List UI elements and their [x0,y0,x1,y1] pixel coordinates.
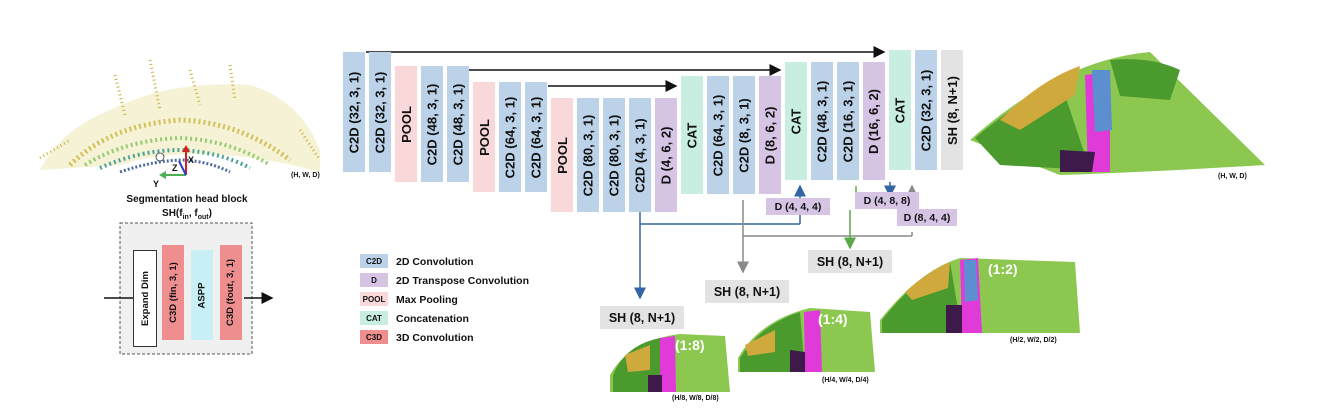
legend-swatch-cat: CAT [360,311,388,325]
c2d-layer-19: C2D (16, 3, 1) [837,62,859,180]
layer-label: D (8, 6, 2) [762,106,778,164]
c2d-layer-7: C2D (64, 3, 1) [525,82,547,192]
layer-label: C2D (80, 3, 1) [580,114,596,196]
legend-label-pool: Max Pooling [396,294,458,306]
layer-label: C2D (4, 3, 1) [632,117,648,193]
output-1-8 [610,334,730,392]
legend-swatch-c3d: C3D [360,330,388,344]
aspp-layer: ASPP [191,250,213,340]
c2d-layer-1: C2D (32, 3, 1) [369,52,391,172]
ratio-1-4: (1:4) [818,311,848,327]
output-segmentation [970,52,1265,175]
c2d-layer-11: C2D (4, 3, 1) [629,98,651,212]
layer-label: C2D (64, 3, 1) [528,96,544,178]
legend-swatch-pool: POOL [360,292,388,306]
deconv-4-4-4: D (4, 4, 4) [766,198,830,215]
layer-label: C2D (48, 3, 1) [814,80,830,162]
output-1-4 [738,308,875,372]
dim-output: (H, W, D) [1218,173,1247,180]
seg-block-title: Segmentation head block [126,194,248,205]
seg-formula-sep: , f [188,208,198,219]
axis-y-label: Y [153,179,160,189]
seg-formula-out: out [197,214,209,221]
layer-label: POOL [476,118,492,156]
legend-label-c3d: 3D Convolution [396,332,474,344]
legend-label-d: 2D Transpose Convolution [396,275,530,287]
seg-formula-prefix: SH(f [162,208,183,219]
deconv-4-8-8: D (4, 8, 8) [855,192,919,209]
axes-icon [155,145,190,179]
layer-label: C2D (32, 3, 1) [918,69,934,151]
cat-layer-17: CAT [785,62,807,180]
c2d-layer-10: C2D (80, 3, 1) [603,98,625,212]
expand-dim-layer: Expand Dim [133,250,157,347]
seg-head-layer-23: SH (8, N+1) [941,50,963,170]
legend-label-cat: Concatenation [396,313,469,325]
c2d-layer-22: C2D (32, 3, 1) [915,50,937,170]
seg-head-1-8: SH (8, N+1) [600,306,684,329]
c2d-layer-4: C2D (48, 3, 1) [447,66,469,182]
dim-input: (H, W, D) [291,172,320,179]
layer-label: C2D (32, 3, 1) [346,71,362,153]
layer-label: POOL [554,136,570,174]
layer-label: D (4, 6, 2) [658,126,674,184]
c2d-layer-3: C2D (48, 3, 1) [421,66,443,182]
deconv-8-4-4: D (8, 4, 4) [897,209,957,226]
layer-label: C2D (64, 3, 1) [502,96,518,178]
layer-label: CAT [788,108,804,134]
layer-label: SH (8, N+1) [944,75,960,145]
c2d-layer-6: C2D (64, 3, 1) [499,82,521,192]
ratio-1-8: (1:8) [675,337,705,353]
c3d-fout-label: C3D (fout, 3, 1) [225,258,237,327]
axis-z-label: Z [172,163,178,173]
input-point-cloud [39,59,322,174]
dim-1-4: (H/4, W/4, D/4) [822,377,869,384]
output-1-2 [880,258,1080,333]
pool-layer-8: POOL [551,98,573,212]
layer-label: CAT [892,97,908,123]
layer-label: D (16, 6, 2) [866,88,882,154]
expand-dim-label: Expand Dim [139,271,151,326]
deconv-layer-12: D (4, 6, 2) [655,98,677,212]
layer-label: POOL [398,105,414,143]
deconv-layer-20: D (16, 6, 2) [863,62,885,180]
seg-head-1-2: SH (8, N+1) [808,250,892,273]
c2d-layer-0: C2D (32, 3, 1) [343,52,365,172]
cat-layer-13: CAT [681,76,703,194]
legend-swatch-c2d: C2D [360,254,388,268]
cat-layer-21: CAT [889,50,911,170]
layer-label: C2D (32, 3, 1) [372,71,388,153]
layer-label: C2D (64, 3, 1) [710,94,726,176]
c2d-layer-15: C2D (8, 3, 1) [733,76,755,194]
c3d-fin-layer: C3D (fin, 3, 1) [162,245,184,340]
layer-label: CAT [684,122,700,148]
c2d-layer-9: C2D (80, 3, 1) [577,98,599,212]
layer-label: C2D (8, 3, 1) [736,97,752,173]
axis-x-label: X [188,155,195,165]
legend-swatch-d: D [360,273,388,287]
seg-block-formula: SH(fin, fout) [118,208,256,221]
aspp-label: ASPP [196,282,208,308]
deconv-layer-16: D (8, 6, 2) [759,76,781,194]
layer-label: C2D (16, 3, 1) [840,80,856,162]
ratio-1-2: (1:2) [988,261,1018,277]
pool-layer-2: POOL [395,66,417,182]
dim-1-8: (H/8, W/8, D/8) [672,395,719,402]
seg-formula-in: in [182,214,189,221]
pool-layer-5: POOL [473,82,495,192]
c3d-fin-label: C3D (fin, 3, 1) [167,262,179,323]
layer-label: C2D (48, 3, 1) [450,83,466,165]
seg-head-1-4: SH (8, N+1) [705,280,789,303]
dim-1-2: (H/2, W/2, D/2) [1010,337,1057,344]
c2d-layer-18: C2D (48, 3, 1) [811,62,833,180]
layer-label: C2D (48, 3, 1) [424,83,440,165]
seg-formula-close: ) [208,208,212,219]
legend-label-c2d: 2D Convolution [396,256,474,268]
c3d-fout-layer: C3D (fout, 3, 1) [220,245,242,340]
c2d-layer-14: C2D (64, 3, 1) [707,76,729,194]
layer-label: C2D (80, 3, 1) [606,114,622,196]
